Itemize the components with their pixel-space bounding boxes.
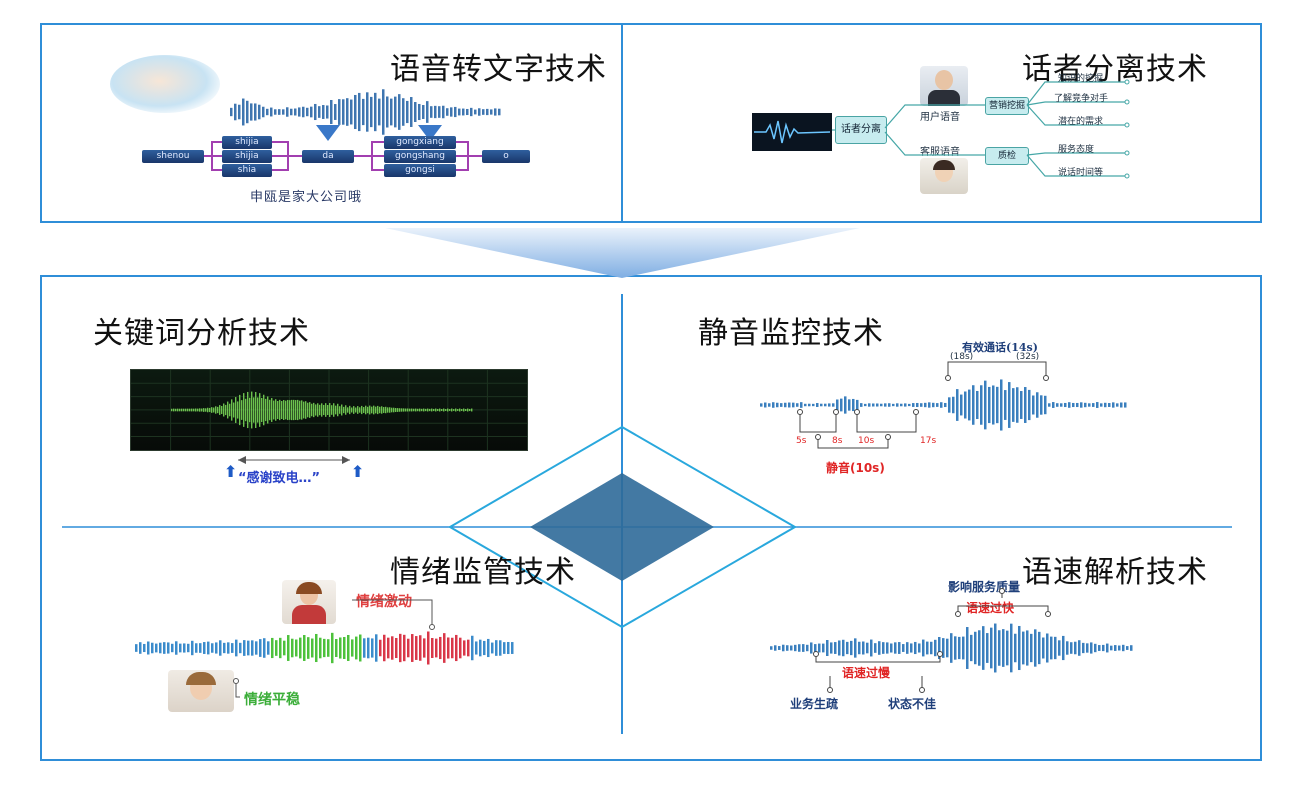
audio-screen <box>752 113 832 151</box>
branch-agent-voice: 客服语音 <box>920 147 960 158</box>
down-arrow-icon <box>316 125 340 141</box>
branch-user-voice: 用户语音 <box>920 112 960 123</box>
pinyin-option: gongsi <box>384 164 456 177</box>
tick-8s: 8s <box>832 436 843 446</box>
valid-call-label: 有效通话(14s) <box>962 341 1038 354</box>
up-arrow-icon: ⬆ <box>351 462 365 481</box>
pinyin-option: gongxiang <box>384 136 456 149</box>
quality-item: 说话时间等 <box>1058 168 1104 178</box>
quality-item: 服务态度 <box>1058 145 1095 155</box>
marketing-item: 知识的挖掘 <box>1058 74 1104 84</box>
up-arrow-icon: ⬆ <box>224 462 238 481</box>
tick-17s: 17s <box>920 436 937 446</box>
marketing-item: 了解竞争对手 <box>1054 94 1109 104</box>
tick-5s: 5s <box>796 436 807 446</box>
title-speaker-separation: 话者分离技术 <box>1022 52 1208 87</box>
node-quality: 质检 <box>985 147 1029 165</box>
pinyin-option: gongshang <box>384 150 456 163</box>
keyword-caption: “感谢致电…” <box>238 471 321 486</box>
people-illustration <box>110 55 220 113</box>
pinyin-option: shijia <box>222 136 272 149</box>
female-agent-avatar <box>920 158 968 194</box>
pinyin-option: shia <box>222 164 272 177</box>
pinyin-mid: da <box>302 150 354 163</box>
marketing-item: 潜在的需求 <box>1058 117 1104 127</box>
title-keyword-analysis: 关键词分析技术 <box>93 316 310 351</box>
silence-label: 静音(10s) <box>826 461 885 475</box>
title-emotion-monitor: 情绪监管技术 <box>390 555 576 590</box>
title-speech-to-text: 语音转文字技术 <box>390 52 607 87</box>
top-frame <box>40 23 1262 223</box>
angry-customer-photo <box>282 580 336 624</box>
bad-state-label: 状态不佳 <box>888 697 937 711</box>
calm-customer-photo <box>168 670 234 712</box>
pinyin-end: o <box>482 150 530 163</box>
pinyin-option: shijia <box>222 150 272 163</box>
quality-impact-label: 影响服务质量 <box>948 580 1021 594</box>
stt-result: 申瓯是家大公司哦 <box>250 190 363 205</box>
emotion-calm-label: 情绪平稳 <box>244 692 300 708</box>
time-32s: (32s) <box>1016 352 1040 362</box>
node-speaker-separation: 话者分离 <box>835 116 887 144</box>
male-agent-avatar <box>920 66 968 106</box>
pinyin-start: shenou <box>142 150 204 163</box>
title-silence-monitor: 静音监控技术 <box>698 316 884 351</box>
too-slow-label: 语速过慢 <box>842 666 891 680</box>
node-marketing: 营销挖掘 <box>985 97 1029 115</box>
emotion-excited-label: 情绪激动 <box>356 594 412 610</box>
top-divider <box>621 23 623 223</box>
keyword-oscilloscope <box>130 369 528 451</box>
too-fast-label: 语速过快 <box>966 601 1015 615</box>
time-18s: (18s) <box>950 352 974 362</box>
title-speed-analysis: 语速解析技术 <box>1022 555 1208 590</box>
unfamiliar-label: 业务生疏 <box>790 697 839 711</box>
tick-10s: 10s <box>858 436 875 446</box>
